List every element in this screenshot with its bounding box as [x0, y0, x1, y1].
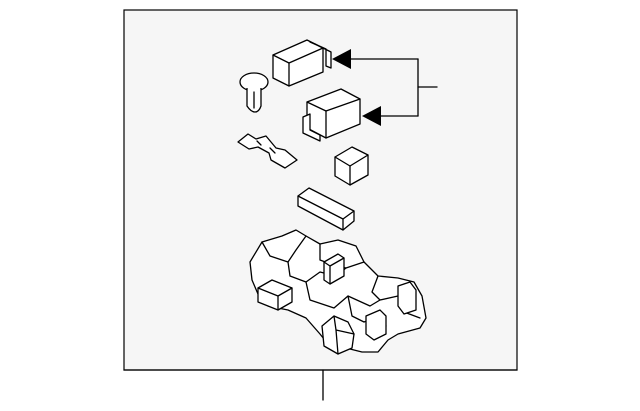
callout-leader: [347, 58, 438, 117]
callout-arrow-lower: [362, 106, 381, 126]
fuse-box-housing-icon: [249, 229, 427, 355]
gasket-icon: [237, 133, 298, 169]
clip-bolt-icon: [239, 72, 269, 113]
small-relay-icon: [334, 146, 369, 186]
relay-lower-icon: [302, 88, 361, 142]
relay-upper-icon: [272, 39, 332, 87]
fuse-strip-icon: [297, 187, 355, 231]
callout-arrow-upper: [332, 49, 351, 69]
